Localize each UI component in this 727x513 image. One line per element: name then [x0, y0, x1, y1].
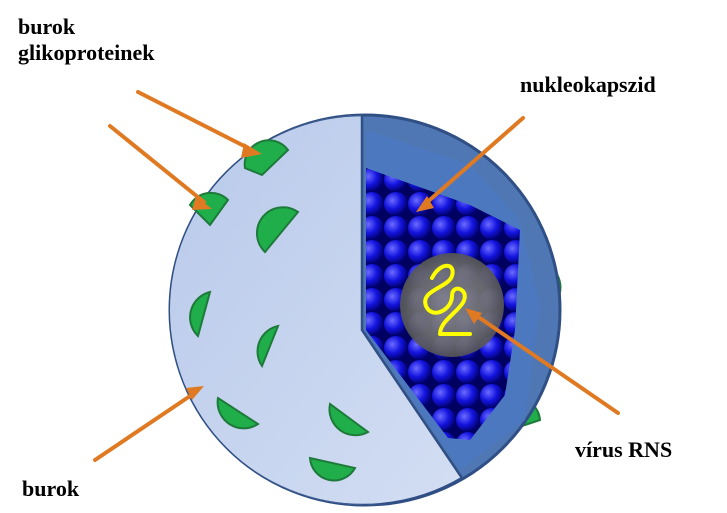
- label-envelope-glycoproteins-line1: burok: [18, 14, 155, 40]
- label-nucleocapsid: nukleokapszid: [520, 72, 656, 98]
- arrow-to-glycoprotein-left: [110, 126, 204, 202]
- label-envelope-glycoproteins-line2: glikoproteinek: [18, 40, 155, 66]
- label-envelope-glycoproteins: burok glikoproteinek: [18, 14, 155, 66]
- arrow-to-glycoprotein-top: [138, 92, 252, 150]
- arrow-to-envelope: [95, 392, 196, 460]
- label-viral-rna: vírus RNS: [575, 437, 672, 463]
- label-envelope: burok: [22, 476, 79, 502]
